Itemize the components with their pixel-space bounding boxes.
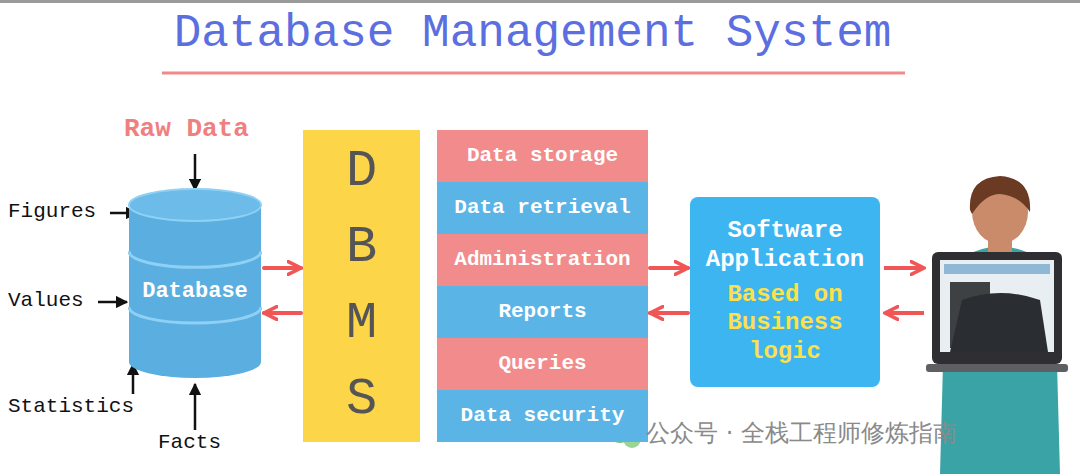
function-band: Reports (437, 286, 648, 338)
input-label: Values (8, 289, 84, 312)
node-text: Data storage (467, 143, 618, 168)
node-text: Administration (454, 247, 630, 272)
node-text: Based on Business logic (698, 281, 872, 367)
leader-arrow (194, 154, 197, 190)
watermark: 公众号 · 全栈工程师修炼指南 (646, 417, 957, 449)
input-label: Figures (8, 200, 96, 223)
function-band: Queries (437, 338, 648, 390)
node-text: Reports (498, 299, 586, 324)
node-text: Data retrieval (454, 195, 630, 220)
top-border (0, 0, 1080, 3)
application-box: Software ApplicationBased on Business lo… (690, 197, 880, 387)
function-band: Data storage (437, 130, 648, 182)
title: Database Management System (0, 8, 1065, 60)
function-band: Data retrieval (437, 182, 648, 234)
flow-arrow (264, 266, 301, 270)
node-text: Queries (498, 351, 586, 376)
node-text: Software Application (698, 217, 872, 275)
function-band: Data security (437, 390, 648, 442)
flow-arrow (650, 311, 688, 315)
flow-arrow (885, 311, 924, 315)
flow-arrow (264, 311, 301, 315)
leader-arrow (98, 301, 127, 304)
flow-arrow (884, 266, 924, 270)
title-underline (162, 72, 905, 75)
vertical-letters: DBMS (336, 134, 388, 438)
leader-arrow (194, 384, 197, 430)
database-cylinder: Database (128, 188, 262, 380)
function-band: Administration (437, 234, 648, 286)
leader-arrow (132, 364, 135, 394)
input-heading: Raw Data (124, 114, 249, 144)
node-text: Database (142, 279, 248, 305)
input-label: Statistics (8, 395, 134, 418)
flow-arrow (650, 266, 688, 270)
node-text: Data security (461, 403, 625, 428)
dbms-bar: DBMS (303, 130, 420, 442)
input-label: Facts (158, 431, 221, 454)
